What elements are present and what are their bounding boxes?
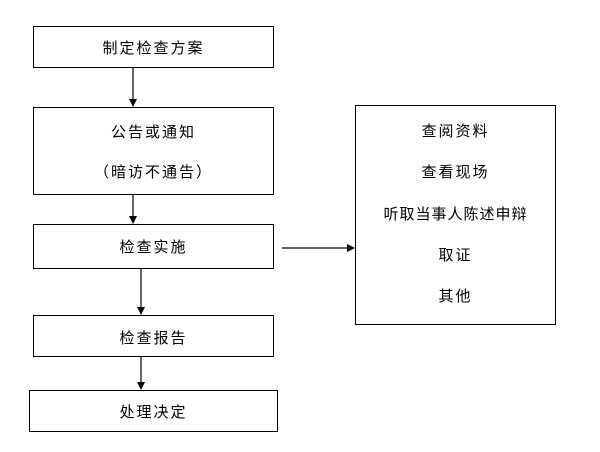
step-label: 检查实施 — [119, 238, 188, 256]
method-item: 取证 — [438, 246, 473, 264]
method-item: 查看现场 — [421, 163, 490, 181]
method-item: 听取当事人陈述申辩 — [383, 205, 528, 223]
step-sublabel: （暗访不通告） — [93, 163, 213, 181]
step-label: 处理决定 — [119, 403, 188, 421]
step-box-make-plan: 制定检查方案 — [33, 26, 274, 68]
method-item: 查阅资料 — [421, 122, 490, 140]
methods-box: 查阅资料 查看现场 听取当事人陈述申辩 取证 其他 — [355, 105, 556, 325]
method-item: 其他 — [438, 287, 473, 305]
step-box-announce: 公告或通知 （暗访不通告） — [33, 107, 274, 195]
step-box-decision: 处理决定 — [29, 390, 278, 432]
step-box-conduct-inspection: 检查实施 — [33, 224, 274, 269]
step-label: 公告或通知 — [110, 123, 196, 141]
step-label: 检查报告 — [119, 329, 188, 347]
step-label: 制定检查方案 — [102, 39, 205, 57]
step-box-inspection-report: 检查报告 — [33, 315, 274, 357]
